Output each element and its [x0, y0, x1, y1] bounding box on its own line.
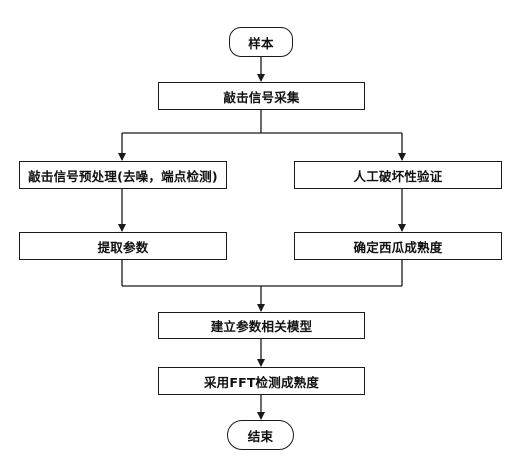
node-preprocess: 敲击信号预处理(去噪，端点检测) — [19, 161, 227, 189]
node-acquisition: 敲击信号采集 — [158, 82, 365, 110]
node-extract: 提取参数 — [19, 232, 227, 260]
node-model: 建立参数相关模型 — [158, 312, 365, 339]
node-manual-verify: 人工破坏性验证 — [294, 161, 502, 189]
node-fft: 采用FFT检测成熟度 — [158, 367, 365, 395]
node-end: 结束 — [227, 420, 294, 450]
node-sample: 样本 — [229, 27, 293, 57]
node-ripeness: 确定西瓜成熟度 — [294, 232, 502, 260]
